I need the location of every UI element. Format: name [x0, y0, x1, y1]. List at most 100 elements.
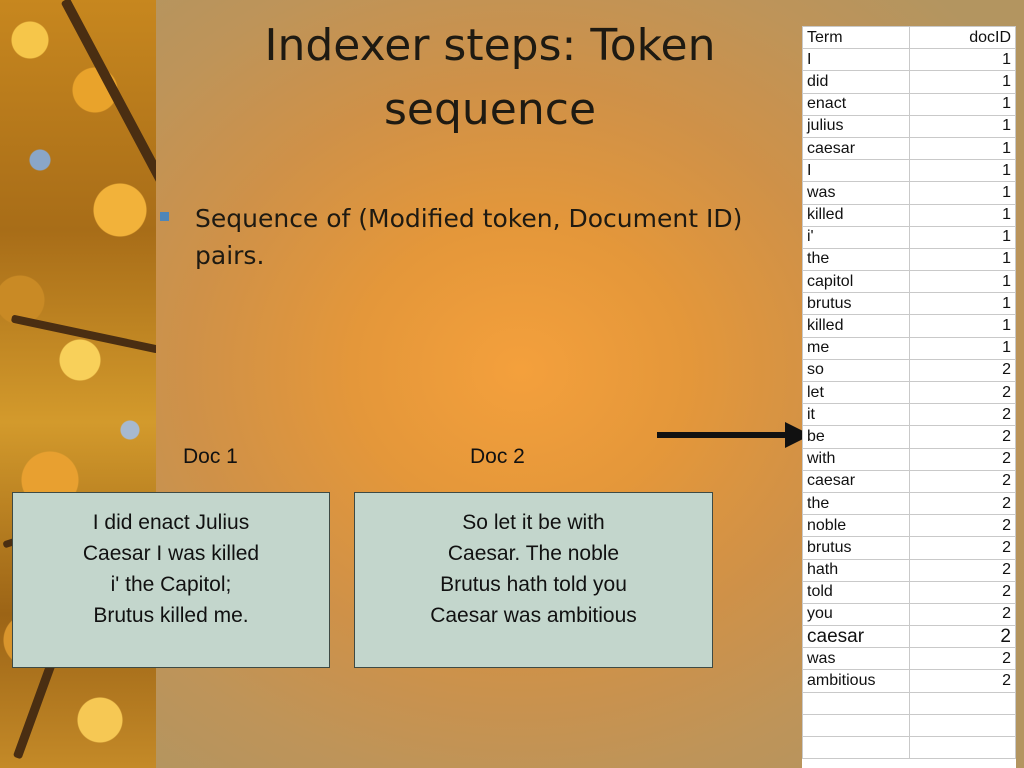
doc2-text: So let it be with Caesar. The noble Brut… [430, 511, 637, 627]
term-cell: was [802, 647, 910, 671]
term-cell: let [802, 380, 910, 405]
docid-cell: 1 [909, 247, 1016, 272]
docid-cell: 2 [909, 358, 1016, 383]
docid-cell: 2 [909, 536, 1016, 560]
term-cell: hath [802, 558, 910, 582]
term-cell: brutus [802, 292, 910, 316]
docid-cell: 1 [909, 292, 1016, 316]
docid-cell: 2 [909, 491, 1016, 516]
docid-cell: 2 [909, 580, 1016, 604]
term-cell: the [802, 247, 910, 272]
docid-cell: 2 [909, 514, 1016, 538]
bullet-text: Sequence of (Modified token, Document ID… [195, 204, 743, 270]
docid-cell: 1 [909, 48, 1016, 72]
docid-cell: 1 [909, 181, 1016, 205]
table-row: i'1 [802, 225, 1016, 249]
doc2-label: Doc 2 [470, 445, 525, 468]
term-cell: told [802, 580, 910, 604]
term-cell: i' [802, 225, 910, 249]
docid-cell [909, 691, 1016, 715]
docid-cell: 2 [909, 625, 1016, 649]
term-cell: was [802, 181, 910, 205]
bullet-item: Sequence of (Modified token, Document ID… [158, 200, 758, 274]
docid-cell [909, 713, 1016, 738]
term-cell: julius [802, 114, 910, 138]
term-cell: caesar [802, 625, 910, 649]
table-row [802, 691, 1016, 715]
term-cell [802, 713, 910, 738]
term-column-header: Term [802, 25, 910, 50]
docid-cell: 2 [909, 447, 1016, 471]
square-bullet-icon [160, 212, 169, 221]
docid-cell: 1 [909, 70, 1016, 94]
doc1-box: I did enact Julius Caesar I was killed i… [12, 492, 330, 668]
term-cell: you [802, 602, 910, 627]
docid-cell: 1 [909, 336, 1016, 360]
term-cell: it [802, 403, 910, 427]
doc1-text: I did enact Julius Caesar I was killed i… [82, 511, 260, 627]
docid-cell: 2 [909, 469, 1016, 493]
term-cell: be [802, 425, 910, 449]
table-header-row: Term docID [802, 25, 1016, 50]
docid-cell: 2 [909, 602, 1016, 627]
doc1-label: Doc 1 [183, 445, 238, 468]
term-cell: ambitious [802, 669, 910, 693]
docid-cell: 2 [909, 647, 1016, 671]
term-cell: did [802, 70, 910, 94]
docid-cell: 2 [909, 669, 1016, 693]
term-cell: capitol [802, 270, 910, 294]
docid-cell: 2 [909, 380, 1016, 405]
docid-column-header: docID [909, 25, 1016, 50]
docid-cell: 1 [909, 92, 1016, 116]
docid-cell: 1 [909, 159, 1016, 183]
docid-cell: 1 [909, 136, 1016, 161]
term-cell: killed [802, 203, 910, 227]
term-cell [802, 691, 910, 715]
term-cell: killed [802, 314, 910, 338]
docid-cell: 1 [909, 270, 1016, 294]
term-cell: caesar [802, 469, 910, 493]
docid-cell [909, 735, 1016, 760]
term-cell: noble [802, 514, 910, 538]
docid-cell: 1 [909, 203, 1016, 227]
term-cell [802, 735, 910, 760]
doc2-box: So let it be with Caesar. The noble Brut… [354, 492, 713, 668]
docid-cell: 2 [909, 558, 1016, 582]
term-cell: so [802, 358, 910, 383]
term-cell: I [802, 48, 910, 72]
term-cell: me [802, 336, 910, 360]
term-cell: with [802, 447, 910, 471]
term-cell: caesar [802, 136, 910, 161]
term-cell: I [802, 159, 910, 183]
term-cell: brutus [802, 536, 910, 560]
docid-cell: 1 [909, 314, 1016, 338]
docid-cell: 1 [909, 225, 1016, 249]
